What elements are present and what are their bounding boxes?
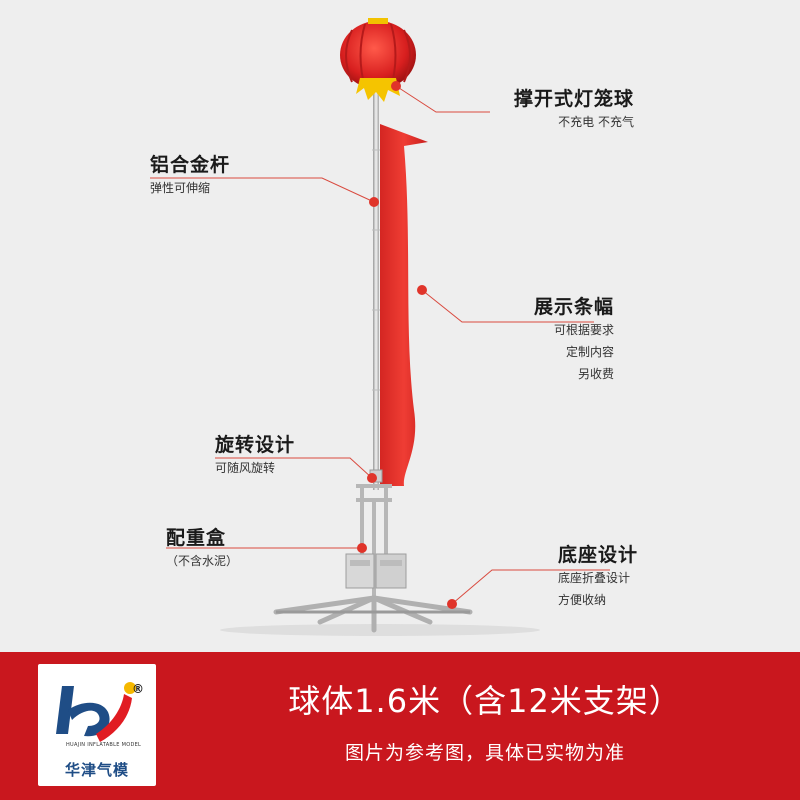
pole-joints [372,149,380,391]
lantern-ball [340,18,416,102]
callout-banner-sub-1: 可根据要求 [553,323,614,337]
callout-rotate-sub: 可随风旋转 [215,461,276,475]
logo-mark-icon [56,682,136,742]
callout-box: 配重盒 （不含水泥） [166,523,238,572]
brand-logo: ® HUAJIN INFLATABLE MODEL 华津气模 [38,664,156,786]
callout-banner-sub-3: 另收费 [577,367,614,381]
floor-shadow [220,624,540,636]
footer-banner: ® HUAJIN INFLATABLE MODEL 华津气模 球体1.6米（含1… [0,652,800,800]
aluminum-pole [373,30,379,490]
callout-rotate: 旋转设计 可随风旋转 [215,430,295,479]
callout-lantern-sub: 不充电 不充气 [558,115,634,129]
callout-dots [357,81,457,609]
callout-box-sub: （不含水泥） [166,554,239,568]
logo-brand-name: 华津气模 [64,761,129,779]
callout-banner-title: 展示条幅 [533,296,614,318]
callout-base-title: 底座设计 [557,544,638,566]
callout-base: 底座设计 底座折叠设计 方便收纳 [558,540,638,611]
display-banner [380,124,428,486]
lantern-tassel [356,78,400,102]
callout-pole-title: 铝合金杆 [150,154,231,176]
callout-base-sub-1: 底座折叠设计 [557,571,630,585]
logo-registered-mark: ® [132,682,144,696]
callout-pole: 铝合金杆 弹性可伸缩 [150,150,230,199]
callout-box-title: 配重盒 [166,527,227,549]
product-stage: 撑开式灯笼球 不充电 不充气 铝合金杆 弹性可伸缩 展示条幅 可根据要求 定制内… [150,18,638,636]
callout-rotate-title: 旋转设计 [215,434,296,456]
product-illustration [150,18,610,636]
callout-banner: 展示条幅 可根据要求 定制内容 另收费 [534,292,614,385]
callout-lantern: 撑开式灯笼球 不充电 不充气 [514,84,634,133]
callout-lines [150,85,610,605]
footer-headline: 球体1.6米（含12米支架） [288,682,682,720]
callout-banner-sub-2: 定制内容 [565,345,614,359]
footer-note: 图片为参考图，具体已实物为准 [344,742,625,764]
callout-base-sub-2: 方便收纳 [557,593,606,607]
counterweight-box [345,553,407,589]
callout-pole-sub: 弹性可伸缩 [150,181,211,195]
callout-lantern-title: 撑开式灯笼球 [513,88,634,110]
folding-base [273,595,473,633]
logo-tagline: HUAJIN INFLATABLE MODEL [66,742,142,748]
